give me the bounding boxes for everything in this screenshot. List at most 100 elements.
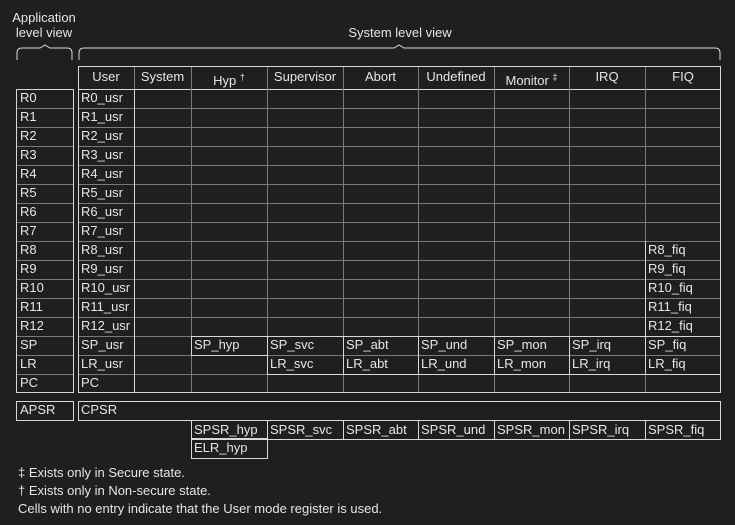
header-divider (79, 89, 720, 90)
row-divider (79, 146, 720, 147)
app-register-r0: R0 (20, 90, 37, 105)
row-divider (79, 203, 720, 204)
app-row-divider (17, 260, 73, 261)
column-header-system: System (134, 66, 191, 89)
banked-lr_und: LR_und (421, 356, 467, 371)
app-row-divider (17, 108, 73, 109)
spsr-spsr_irq: SPSR_irq (572, 422, 630, 437)
column-header-fiq: FIQ (645, 66, 721, 89)
application-level-header: Application level view (8, 10, 80, 40)
apsr-box (16, 401, 74, 421)
application-register-table (16, 89, 74, 393)
system-register-table (78, 66, 721, 393)
user-register-r2_usr: R2_usr (81, 128, 123, 143)
elr-hyp-cell: ELR_hyp (194, 440, 248, 455)
elr-hyp-box (191, 438, 268, 459)
app-register-r9: R9 (20, 261, 37, 276)
application-header-line1: Application (12, 10, 76, 25)
apsr-cell: APSR (20, 402, 56, 417)
column-header-label: Undefined (426, 69, 486, 84)
row-divider (79, 127, 720, 128)
banked-lr_irq: LR_irq (572, 356, 611, 371)
spsr-bottom (191, 439, 721, 440)
column-header-undefined: Undefined (418, 66, 494, 89)
app-register-r6: R6 (20, 204, 37, 219)
banked-sp_abt: SP_abt (346, 337, 389, 352)
user-register-sp_usr: SP_usr (81, 337, 124, 352)
app-register-r4: R4 (20, 166, 37, 181)
row-divider (79, 184, 720, 185)
app-register-pc: PC (20, 375, 39, 390)
app-row-divider (17, 184, 73, 185)
spsr-divider (645, 420, 646, 439)
column-header-label: Abort (364, 69, 397, 84)
app-row-divider (17, 279, 73, 280)
row-divider (79, 298, 720, 299)
app-register-r11: R11 (20, 299, 43, 314)
fiq-register-sp_fiq: SP_fiq (648, 337, 687, 352)
column-header-label: Monitor (505, 73, 549, 88)
spsr-spsr_svc: SPSR_svc (270, 422, 333, 437)
spsr-divider (569, 420, 570, 439)
column-header-label: IRQ (595, 69, 619, 84)
column-header-label: FIQ (672, 69, 694, 84)
application-brace (16, 44, 73, 60)
cpsr-cell: CPSR (81, 402, 118, 417)
user-col-right (134, 89, 135, 393)
user-register-r5_usr: R5_usr (81, 185, 123, 200)
row-divider (79, 165, 720, 166)
column-header-label: User (92, 69, 120, 84)
banked-sp_irq: SP_irq (572, 337, 612, 352)
column-divider (343, 67, 344, 392)
user-register-r9_usr: R9_usr (81, 261, 123, 276)
row-divider (79, 241, 720, 242)
banked-sp_mon: SP_mon (497, 337, 547, 352)
column-header-user: User (78, 66, 134, 89)
spsr-spsr_hyp: SPSR_hyp (194, 422, 258, 437)
user-register-r4_usr: R4_usr (81, 166, 123, 181)
app-register-sp: SP (20, 337, 38, 352)
note-empty-cells: Cells with no entry indicate that the Us… (18, 501, 383, 516)
app-row-divider (17, 374, 73, 375)
hyp-left (191, 336, 192, 355)
banked-divider (645, 336, 646, 374)
banked-divider (418, 336, 419, 374)
fiq-register-r12_fiq: R12_fiq (648, 318, 693, 333)
spsr-right (720, 420, 721, 440)
banked-sp_hyp: SP_hyp (194, 337, 240, 352)
fiq-register-r9_fiq: R9_fiq (648, 261, 686, 276)
user-register-r0_usr: R0_usr (81, 90, 123, 105)
fiq-col-left (645, 241, 646, 374)
user-register-r1_usr: R1_usr (81, 109, 123, 124)
spsr-divider (494, 420, 495, 439)
spsr-divider (418, 420, 419, 439)
fiq-register-lr_fiq: LR_fiq (648, 356, 686, 371)
spsr-spsr_und: SPSR_und (421, 422, 486, 437)
app-row-divider (17, 146, 73, 147)
user-register-lr_usr: LR_usr (81, 356, 123, 371)
app-register-r10: R10 (20, 280, 44, 295)
lr-bottom-line (267, 374, 721, 375)
app-row-divider (17, 298, 73, 299)
note-secure: ‡ Exists only in Secure state. (18, 465, 185, 480)
fiq-register-r11_fiq: R11_fiq (648, 299, 692, 314)
column-header-label: Supervisor (273, 69, 337, 84)
hyp-bottom (191, 355, 268, 356)
app-register-r3: R3 (20, 147, 37, 162)
column-divider (645, 67, 646, 392)
user-register-r3_usr: R3_usr (81, 147, 123, 162)
row-divider (79, 222, 720, 223)
banked-divider (569, 336, 570, 374)
user-register-r7_usr: R7_usr (81, 223, 123, 238)
spsr-left (191, 420, 192, 439)
column-header-label: System (140, 69, 185, 84)
banked-lr_svc: LR_svc (270, 356, 314, 371)
sp-top-line (191, 336, 721, 337)
app-register-r1: R1 (20, 109, 37, 124)
column-divider (418, 67, 419, 392)
note-non-secure: † Exists only in Non-secure state. (18, 483, 211, 498)
column-divider (569, 67, 570, 392)
fiq-register-r10_fiq: R10_fiq (648, 280, 693, 295)
column-divider (494, 67, 495, 392)
banked-lr_mon: LR_mon (497, 356, 547, 371)
